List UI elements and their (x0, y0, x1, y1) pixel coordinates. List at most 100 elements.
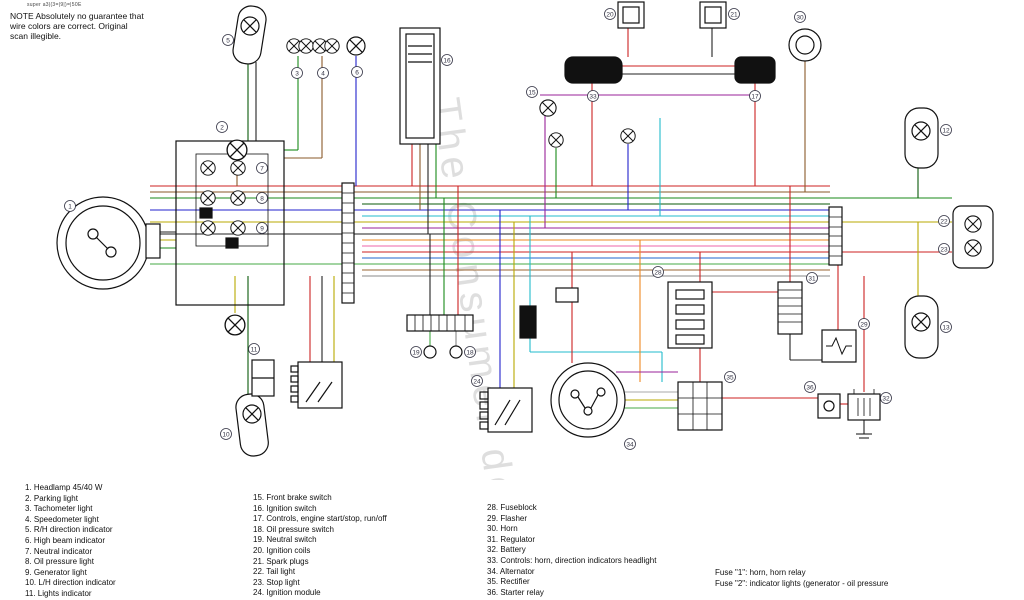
legend-item: 1. Headlamp 45/40 W (25, 483, 103, 492)
marker-number: 1 (68, 203, 72, 210)
connector-strip-vertical (341, 182, 355, 304)
marker-circle (526, 86, 538, 98)
legend-item: 36. Starter relay (487, 587, 544, 597)
horn (788, 28, 822, 62)
marker-circle (604, 8, 616, 20)
marker-number: 3 (295, 70, 299, 77)
marker-circle (624, 438, 636, 450)
marker-number: 20 (606, 11, 614, 18)
marker-number: 7 (260, 165, 264, 172)
marker-circle (804, 381, 816, 393)
wiring-diagram: The Consumer dot com (56, 1, 994, 480)
legend-item: Fuse "2": indicator lights (generator - … (715, 578, 889, 588)
legend-item: 8. Oil pressure light (25, 557, 94, 567)
marker-number: 24 (473, 378, 481, 385)
marker-number: 19 (412, 349, 420, 356)
marker-number: 8 (260, 195, 264, 202)
tail-light (952, 205, 994, 269)
marker-number: 33 (589, 93, 597, 100)
legend-item: 5. R/H direction indicator (25, 525, 113, 535)
legend-item: 7. Neutral indicator (25, 546, 93, 556)
battery (847, 389, 881, 421)
legend-item: 18. Oil pressure switch (253, 524, 334, 534)
marker-number: 23 (940, 246, 948, 253)
brake-switch-lamps (539, 99, 636, 148)
legend-item: 10. L/H direction indicator (25, 578, 116, 588)
legend-item: 20. Ignition coils (253, 545, 311, 555)
legend-item: 17. Controls, engine start/stop, run/off (253, 514, 387, 524)
marker-circle (940, 321, 952, 333)
marker-number: 16 (443, 57, 451, 64)
instrument-cluster (175, 140, 285, 306)
legend-item: 19. Neutral switch (253, 535, 317, 545)
neutral-switch (423, 345, 437, 359)
legend-item: 16. Ignition switch (253, 503, 317, 513)
legend-item: 2. Parking light (25, 493, 78, 503)
marker-number: 30 (796, 14, 804, 21)
ignition-switch (399, 27, 441, 145)
starter-relay (817, 393, 841, 419)
instrument-lamps-top (286, 36, 366, 56)
parking-light (226, 139, 248, 161)
legend-item: 33. Controls: horn, direction indicators… (487, 555, 657, 565)
marker-circle (222, 34, 234, 46)
marker-circle (248, 343, 260, 355)
legend-item: 35. Rectifier (487, 577, 530, 587)
headlamp (56, 196, 161, 290)
marker-number: 34 (626, 441, 634, 448)
legend-item: 28. Fuseblock (487, 503, 537, 512)
legend-item: 24. Ignition module (253, 588, 321, 598)
marker-number: 9 (260, 225, 264, 232)
flasher-relay (821, 329, 857, 363)
marker-number: 12 (942, 127, 950, 134)
legend-item: 15. Front brake switch (253, 493, 332, 502)
marker-number: 6 (355, 69, 359, 76)
connector-strip-horizontal (406, 314, 474, 332)
marker-circle (938, 243, 950, 255)
marker-circle (724, 371, 736, 383)
marker-number: 2 (220, 124, 224, 131)
marker-circle (940, 124, 952, 136)
handlebar-control-left (564, 56, 623, 84)
marker-number: 5 (226, 37, 230, 44)
legend-item: 3. Tachometer light (25, 504, 93, 514)
marker-circle (256, 162, 268, 174)
marker-circle (464, 346, 476, 358)
rear-direction-indicator-upper (904, 107, 939, 169)
marker-circle (216, 121, 228, 133)
marker-circle (587, 90, 599, 102)
marker-circle (317, 67, 329, 79)
legend-item: 6. High beam indicator (25, 535, 106, 545)
marker-number: 21 (730, 11, 738, 18)
marker-number: 36 (806, 384, 814, 391)
marker-number: 29 (860, 321, 868, 328)
marker-circle (858, 318, 870, 330)
fuseblock (667, 281, 713, 349)
legend-item: 30. Horn (487, 524, 518, 534)
alternator (550, 362, 626, 438)
scan-artifact-text: super a3|(3=|9|)=|50E (27, 2, 82, 8)
note-line: NOTE Absolutely no guarantee that (10, 11, 144, 21)
note-line: wire colors are correct. Original (10, 21, 128, 31)
marker-number: 35 (726, 374, 734, 381)
connector-block-dark (519, 305, 537, 339)
marker-number: 15 (528, 89, 536, 96)
ignition-module (479, 387, 533, 433)
legend-item: 32. Battery (487, 545, 526, 555)
front-direction-indicator-upper (232, 5, 267, 65)
components (56, 1, 994, 457)
rectifier (677, 381, 723, 431)
marker-number: 31 (808, 275, 816, 282)
legend-item: 11. Lights indicator (25, 588, 92, 598)
handlebar-control-right (734, 56, 776, 84)
marker-number: 28 (654, 269, 662, 276)
marker-circle (938, 215, 950, 227)
marker-number: 10 (222, 431, 230, 438)
marker-circle (880, 392, 892, 404)
legend-item: 21. Spark plugs (253, 556, 309, 566)
legend-item: 29. Flasher (487, 513, 528, 523)
marker-circle (256, 222, 268, 234)
